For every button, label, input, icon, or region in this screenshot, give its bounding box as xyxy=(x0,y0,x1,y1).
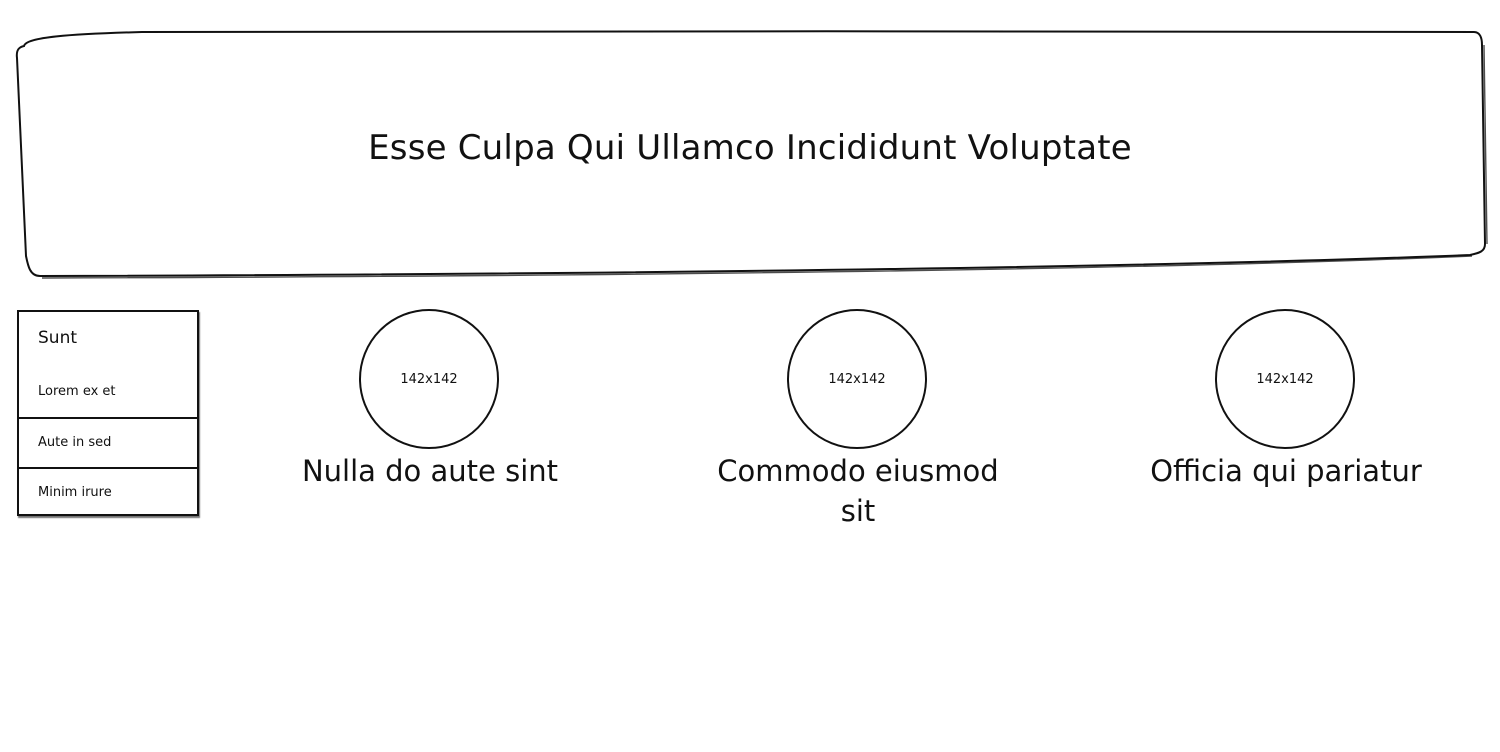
image-placeholder: 142x142 xyxy=(1215,309,1355,449)
header-banner xyxy=(15,30,1488,279)
sidebar-heading: Sunt xyxy=(38,328,78,348)
image-size-label: 142x142 xyxy=(1256,371,1314,387)
image-size-label: 142x142 xyxy=(400,371,458,387)
feature-caption: Officia qui pariatur xyxy=(1150,454,1422,488)
sidebar-item-label: Lorem ex et xyxy=(38,384,116,399)
sidebar-item-aute-in-sed[interactable]: Aute in sed xyxy=(19,417,197,467)
feature-caption: Nulla do aute sint xyxy=(301,454,559,488)
sidebar-item-lorem-ex-et[interactable]: Lorem ex et xyxy=(19,368,197,418)
image-placeholder: 142x142 xyxy=(787,309,927,449)
page-title: Esse Culpa Qui Ullamco Incididunt Volupt… xyxy=(368,128,1132,168)
image-placeholder: 142x142 xyxy=(359,309,499,449)
sidebar-item-minim-irure[interactable]: Minim irure xyxy=(19,467,197,517)
sidebar-item-label: Minim irure xyxy=(38,485,112,500)
sidebar-item-label: Aute in sed xyxy=(38,435,112,450)
feature-card-2: 142x142 Commodo eiusmod sit xyxy=(698,309,1018,528)
feature-caption: Commodo eiusmod sit xyxy=(717,454,999,528)
feature-card-1: 142x142 Nulla do aute sint xyxy=(270,309,590,499)
feature-card-3: 142x142 Officia qui pariatur xyxy=(1126,309,1446,499)
sidebar-menu: Sunt Lorem ex et Aute in sed Minim irure xyxy=(17,310,199,516)
image-size-label: 142x142 xyxy=(828,371,886,387)
